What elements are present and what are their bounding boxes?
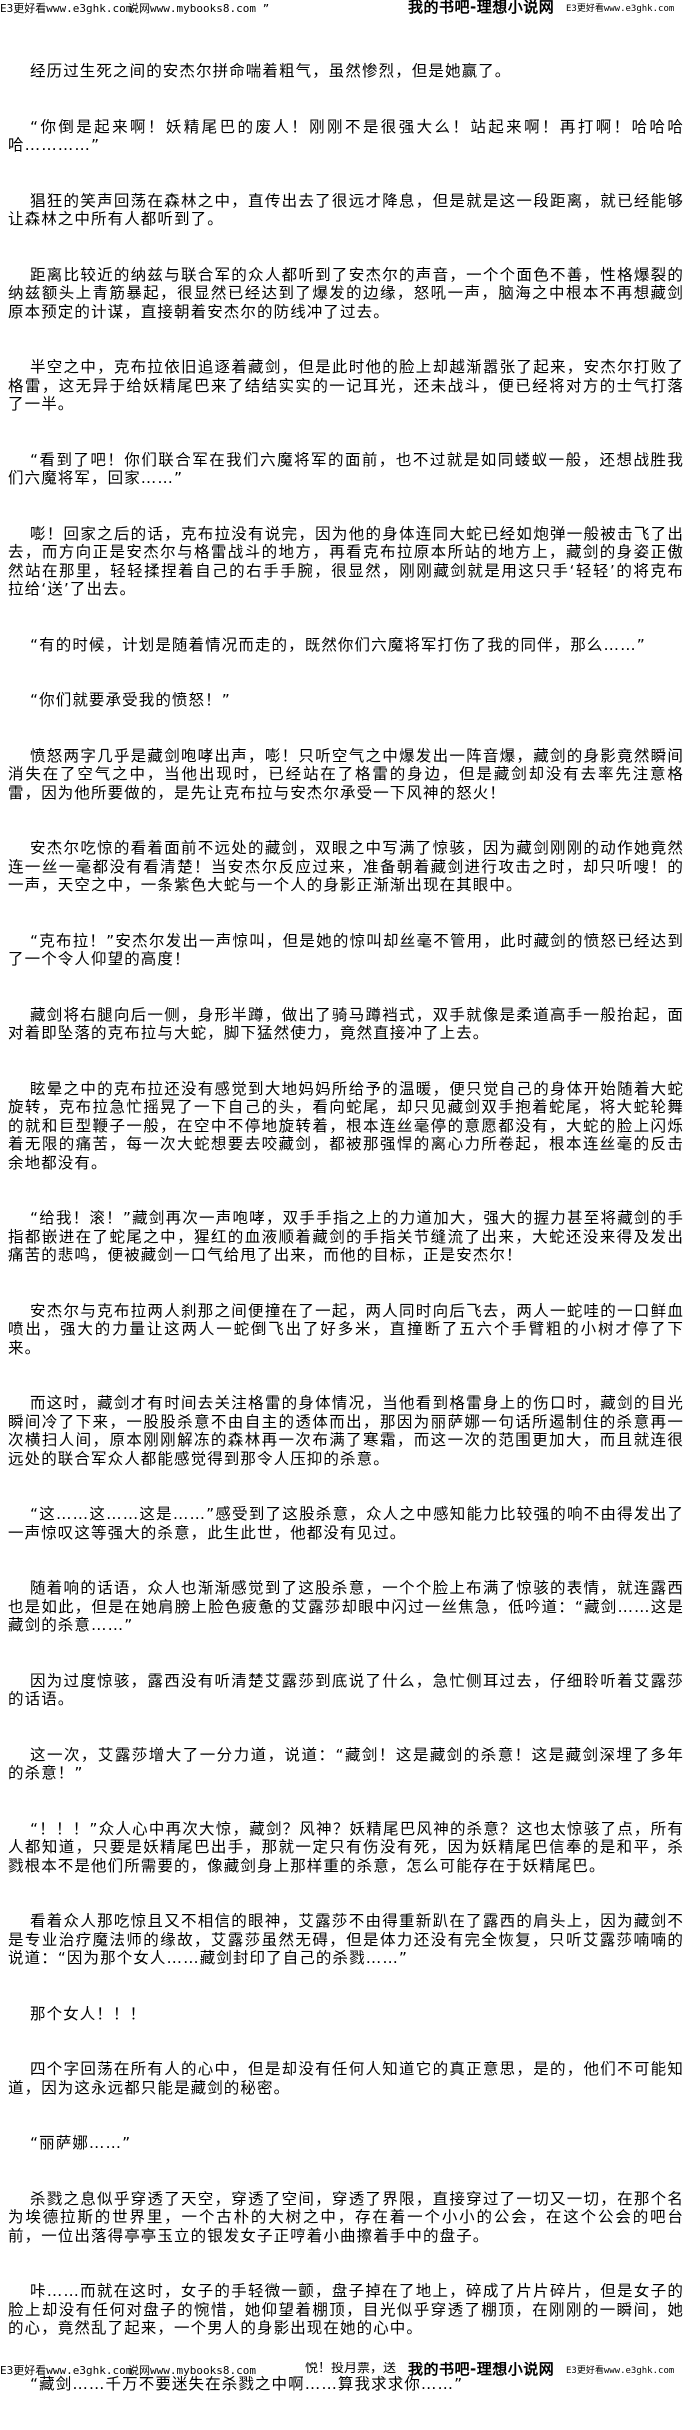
site-footer-bar: E3更好看www.e3ghk.com 说网www.mybooks8.com 悦！…: [0, 2362, 700, 2380]
paragraph: 随着响的话语，众人也渐渐感觉到了这股杀意，一个个脸上布满了惊骇的表情，就连露西也…: [8, 1579, 684, 1634]
paragraph: 看着众人那吃惊且又不相信的眼神，艾露莎不由得重新趴在了露西的肩头上，因为藏剑不是…: [8, 1912, 684, 1967]
header-site-link-e3ghk-right[interactable]: E3更好看www.e3ghk.com: [566, 4, 675, 14]
paragraph: 猖狂的笑声回荡在森林之中，直传出去了很远才降息，但是就是这一段距离，就已经能够让…: [8, 191, 684, 229]
paragraph: 嘭！回家之后的话，克布拉没有说完，因为他的身体连同大蛇已经如炮弹一般被击飞了出去…: [8, 524, 684, 599]
paragraph: “克布拉！”安杰尔发出一声惊叫，但是她的惊叫却丝毫不管用，此时藏剑的愤怒已经达到…: [8, 931, 684, 969]
footer-site-link-e3ghk[interactable]: E3更好看www.e3ghk.com: [0, 2364, 133, 2377]
footer-site-link-e3ghk-right[interactable]: E3更好看www.e3ghk.com: [566, 2366, 675, 2376]
paragraph: 安杰尔与克布拉两人刹那之间便撞在了一起，两人同时向后飞去，两人一蛇哇的一口鲜血喷…: [8, 1301, 684, 1357]
paragraph: “看到了吧！你们联合军在我们六魔将军的面前，也不过就是如同蝼蚁一般，还想战胜我们…: [8, 450, 684, 488]
paragraph: “这……这……这是……”感受到了这股杀意，众人之中感知能力比较强的响不由得发出了…: [8, 1505, 684, 1542]
chapter-content: 经历过生死之间的安杰尔拼命喘着粗气，虽然惨烈，但是她赢了。 “你倒是起来啊！妖精…: [0, 18, 692, 2393]
paragraph: “！！！”众人心中再次大惊，藏剑？风神？妖精尾巴风神的杀意？这也太惊骇了点，所有…: [8, 1819, 684, 1875]
paragraph: “你们就要承受我的愤怒！”: [30, 691, 231, 709]
paragraph: 藏剑将右腿向后一侧，身形半蹲，做出了骑马蹲裆式，双手就像是柔道高手一般抬起，面对…: [8, 1005, 684, 1043]
paragraph: “有的时候，计划是随着情况而走的，既然你们六魔将军打伤了我的同伴，那么……”: [30, 635, 646, 654]
paragraph: 因为过度惊骇，露西没有听清楚艾露莎到底说了什么，急忙侧耳过去，仔细聆听着艾露莎的…: [8, 1671, 684, 1709]
footer-promo-text: 悦！投月票，送: [305, 2362, 397, 2376]
paragraph: 半空之中，克布拉依旧追逐着藏剑，但是此时他的脸上却越渐嚣张了起来，安杰尔打败了格…: [8, 358, 684, 413]
footer-site-link-mybooks8[interactable]: 说网www.mybooks8.com: [128, 2364, 256, 2377]
paragraph: 那个女人！！！: [30, 2004, 147, 2023]
paragraph: 安杰尔吃惊的看着面前不远处的藏剑，双眼之中写满了惊骇，因为藏剑刚刚的动作她竟然连…: [8, 839, 684, 894]
paragraph: 杀戮之息似乎穿透了天空，穿透了空间，穿透了界限，直接穿过了一切又一切，在那个名为…: [8, 2189, 684, 2245]
paragraph: 距离比较近的纳兹与联合军的众人都听到了安杰尔的声音，一个个面色不善，性格爆裂的纳…: [8, 265, 684, 321]
footer-site-logo: 我的书吧-理想小说网: [408, 2362, 555, 2378]
paragraph: 眩晕之中的克布拉还没有感觉到大地妈妈所给予的温暖，便只觉自己的身体开始随着大蛇旋…: [8, 1079, 684, 1172]
paragraph: “丽萨娜……”: [30, 2134, 132, 2152]
paragraph: 四个字回荡在所有人的心中，但是却没有任何人知道它的真正意思，是的，他们不可能知道…: [8, 2060, 684, 2097]
paragraph: “给我！滚！”藏剑再次一声咆哮，双手手指之上的力道加大，强大的握力甚至将藏剑的手…: [8, 1209, 684, 1264]
paragraph: 咔……而就在这时，女子的手轻微一颤，盘子掉在了地上，碎成了片片碎片，但是女子的脸…: [8, 2282, 684, 2337]
site-header-bar: E3更好看www.e3ghk.com 说网www.mybooks8.com ” …: [0, 0, 700, 18]
header-site-logo: 我的书吧-理想小说网: [408, 0, 555, 16]
paragraph: 而这时，藏剑才有时间去关注格雷的身体情况，当他看到格雷身上的伤口时，藏剑的目光瞬…: [8, 1394, 684, 1468]
header-site-link-mybooks8[interactable]: 说网www.mybooks8.com ”: [128, 2, 270, 15]
paragraph: 这一次，艾露莎增大了一分力道，说道：“藏剑！这是藏剑的杀意！这是藏剑深埋了多年的…: [8, 1745, 684, 1783]
header-site-link-e3ghk[interactable]: E3更好看www.e3ghk.com: [0, 2, 133, 15]
paragraph: 愤怒两字几乎是藏剑咆哮出声，嘭！只听空气之中爆发出一阵音爆，藏剑的身影竟然瞬间消…: [8, 746, 684, 802]
paragraph: “你倒是起来啊！妖精尾巴的废人！刚刚不是很强大么！站起来啊！再打啊！哈哈哈哈………: [8, 117, 684, 155]
paragraph: 经历过生死之间的安杰尔拼命喘着粗气，虽然惨烈，但是她赢了。: [30, 62, 512, 80]
